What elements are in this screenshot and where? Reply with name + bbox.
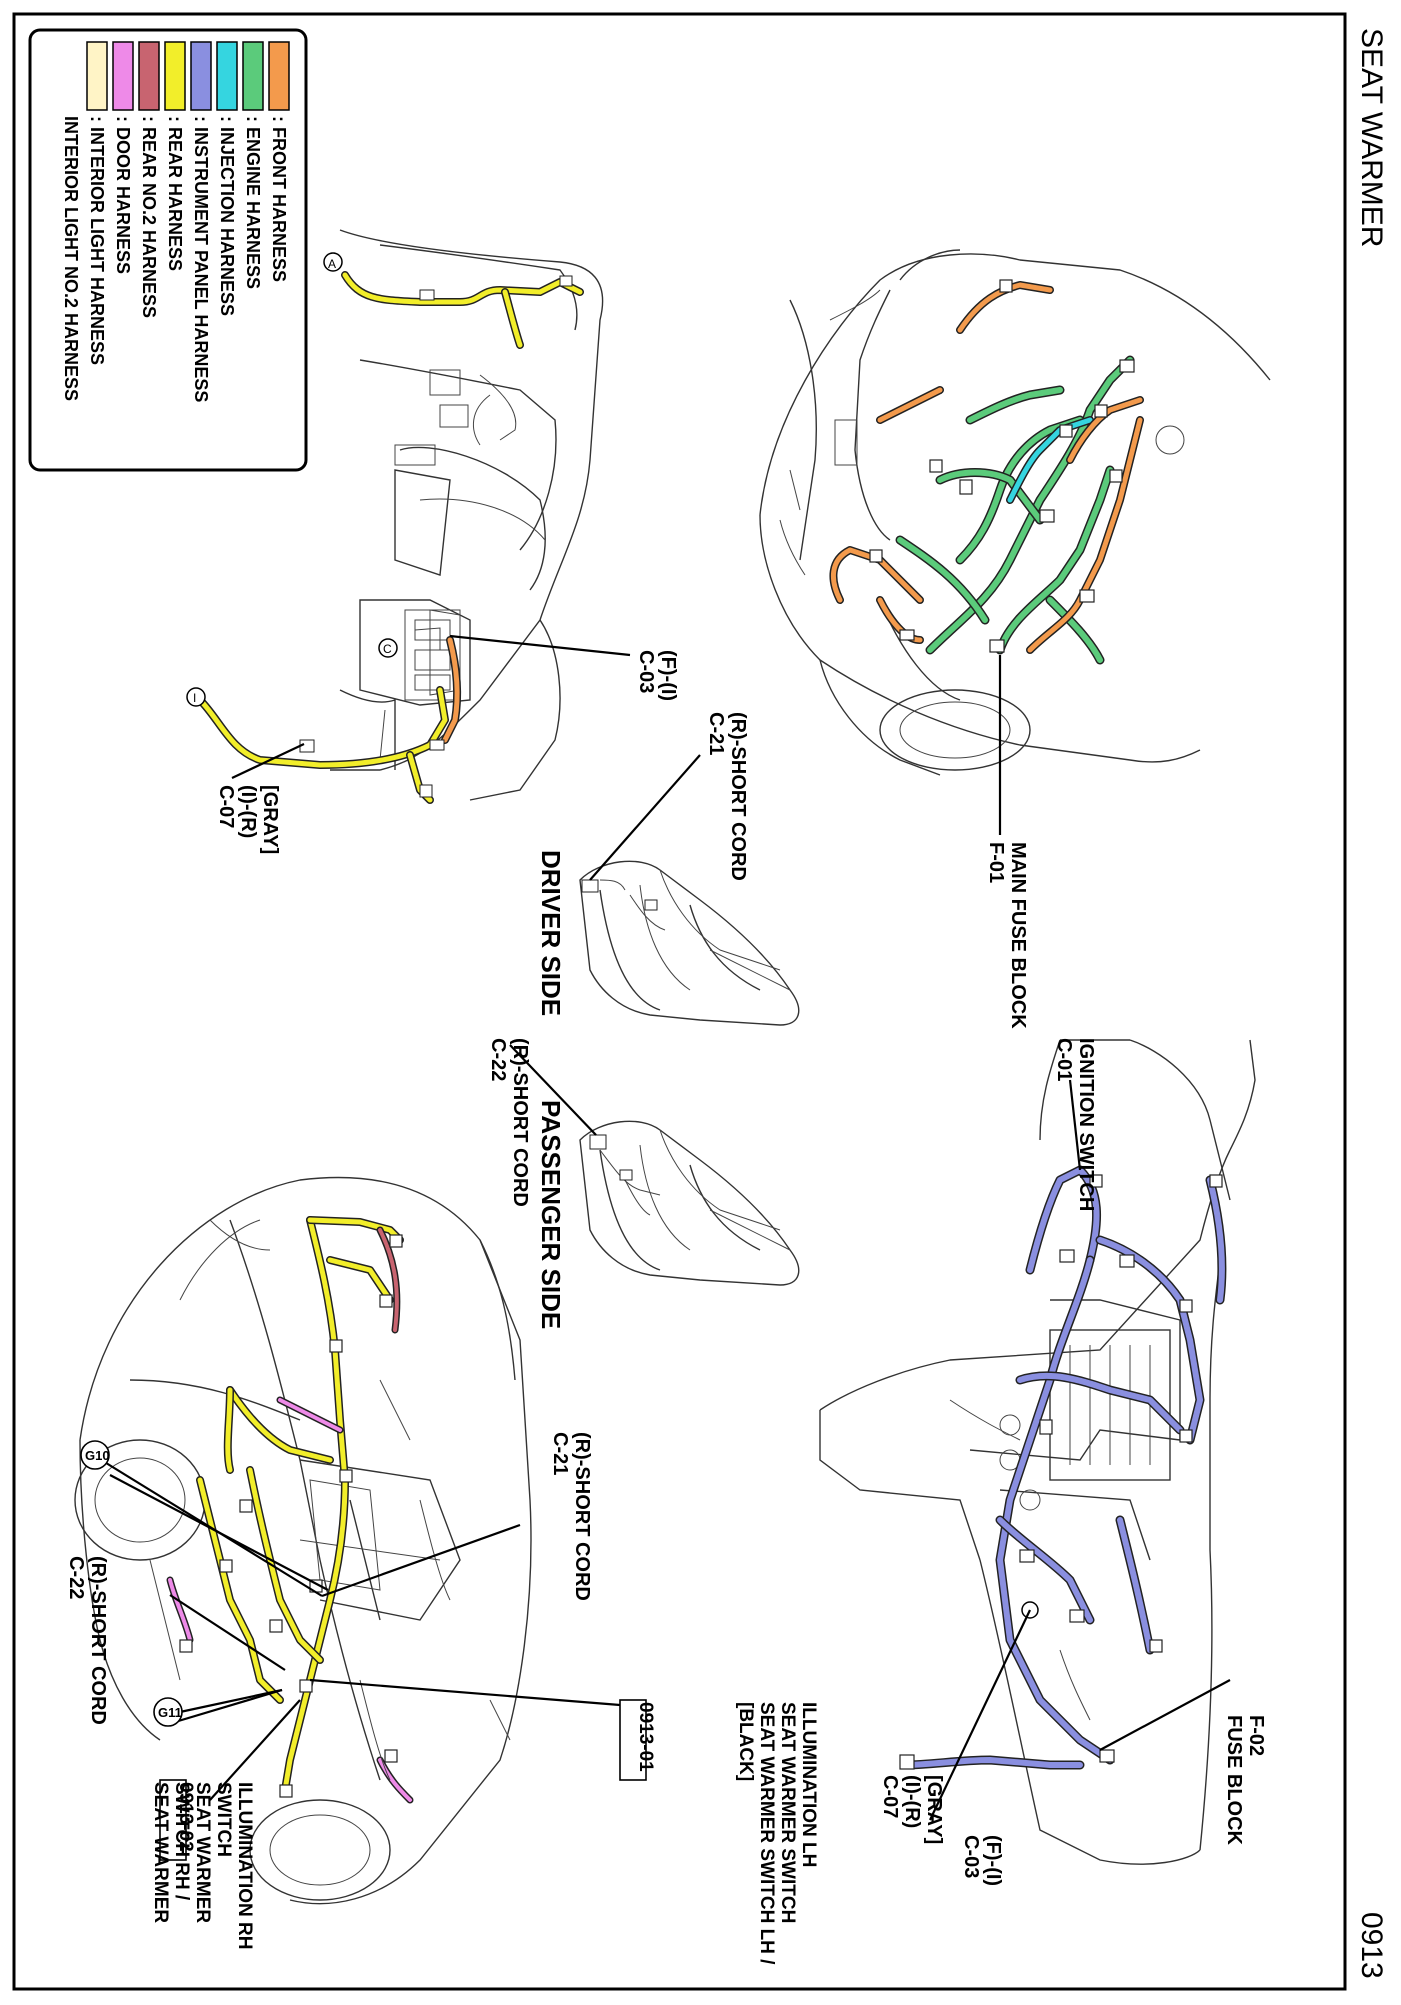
- legend-swatch: [164, 41, 186, 111]
- legend-label: : DOOR HARNESS: [113, 116, 133, 274]
- svg-text:0913-02: 0913-02: [175, 1782, 196, 1852]
- passenger-seat-view: C-22 (R)-SHORT CORD PASSENGER SIDE: [487, 1038, 800, 1329]
- engine-bay-view: F-01 MAIN FUSE BLOCK: [759, 249, 1271, 1029]
- page-title: SEAT WARMER: [1355, 28, 1388, 247]
- rear-harness-view: A I C C-03 (F)-(I) C-07 (I)-(R) [GRAY]: [186, 229, 679, 854]
- legend-swatch: [190, 41, 212, 111]
- ground-g11-label: G11: [158, 1705, 182, 1720]
- page-border: [12, 12, 1347, 1991]
- c07-bottom-label: C-07 (I)-(R) [GRAY]: [879, 1775, 945, 1844]
- legend-label: : FRONT HARNESS: [269, 116, 289, 282]
- c03-top-label: C-03 (F)-(I): [635, 650, 679, 701]
- legend-label: INTERIOR LIGHT NO.2 HARNESS: [61, 116, 81, 401]
- ground-marker-i-label: I: [193, 691, 196, 705]
- c22-bottom-label: C-22 (R)-SHORT CORD: [65, 1556, 109, 1725]
- rear-vehicle-view: G10 G11 C-21 (R)-SHORT CORD C-22 (R)-SHO…: [65, 1176, 819, 1965]
- legend-label: : INSTRUMENT PANEL HARNESS: [191, 116, 211, 402]
- legend-swatch: [268, 41, 290, 111]
- legend-label: : INJECTION HARNESS: [217, 116, 237, 316]
- legend-label: : ENGINE HARNESS: [243, 116, 263, 289]
- svg-text:[BLACK]SEAT WARMER SWITCH LH /: [BLACK]SEAT WARMER SWITCH LH /SEAT WARME…: [735, 1702, 819, 1965]
- legend-swatch: [138, 41, 160, 111]
- connector-0913-02-label: 0913-02 SEAT WARMERSWITCH RH /SEAT WARME…: [150, 1779, 255, 1949]
- ground-g11-marker: [153, 1697, 183, 1727]
- driver-side-heading: DRIVER SIDE: [536, 850, 566, 1016]
- svg-text:0913-01: 0913-01: [635, 1702, 656, 1772]
- legend-swatch: [216, 41, 238, 111]
- driver-seat-view: C-21 (R)-SHORT CORD DRIVER SIDE: [536, 712, 800, 1026]
- c22-mid-label: C-22 (R)-SHORT CORD: [487, 1038, 531, 1207]
- ground-g10-label: G10: [85, 1448, 110, 1463]
- legend-swatch: [242, 41, 264, 111]
- instrument-panel-view: C-01 IGNITION SWITCH F-02 FUSE BLOCK C-0…: [819, 1038, 1267, 1886]
- ground-marker-a-label: A: [328, 257, 336, 271]
- ground-g10-marker: [80, 1440, 110, 1470]
- connector-0913-01-label: 0913-01 [BLACK]SEAT WARMER SWITCH LH /SE…: [619, 1699, 819, 1965]
- legend: : FRONT HARNESS : ENGINE HARNESS : INJECTI…: [28, 28, 308, 472]
- passenger-side-heading: PASSENGER SIDE: [536, 1100, 566, 1329]
- legend-swatch: [86, 41, 108, 111]
- svg-text:SEAT WARMERSWITCH RH /SEAT WAR: SEAT WARMERSWITCH RH /SEAT WARMERSWITCHI…: [150, 1782, 255, 1949]
- c21-bottom-label: C-21 (R)-SHORT CORD: [549, 1432, 593, 1601]
- connector-marker-c: [378, 638, 398, 658]
- legend-box: [28, 28, 308, 472]
- legend-swatch: [112, 41, 134, 111]
- ground-marker-a: [323, 252, 343, 272]
- ground-marker-i: [186, 687, 206, 707]
- page-code: 0913: [1355, 1912, 1388, 1979]
- c21-top-label: C-21 (R)-SHORT CORD: [705, 712, 749, 881]
- f01-label: F-01 MAIN FUSE BLOCK: [985, 842, 1029, 1029]
- c01-label: C-01 IGNITION SWITCH: [1053, 1038, 1097, 1211]
- connector-marker-c-label: C: [383, 642, 392, 656]
- c07-top-label: C-07 (I)-(R) [GRAY]: [215, 785, 281, 854]
- c03-bottom-label: C-03 (F)-(I): [960, 1835, 1004, 1886]
- legend-label: : INTERIOR LIGHT HARNESS: [87, 116, 107, 365]
- legend-label: : REAR HARNESS: [165, 116, 185, 271]
- f02-label: F-02 FUSE BLOCK: [1223, 1715, 1267, 1846]
- legend-label: : REAR NO.2 HARNESS: [139, 116, 159, 318]
